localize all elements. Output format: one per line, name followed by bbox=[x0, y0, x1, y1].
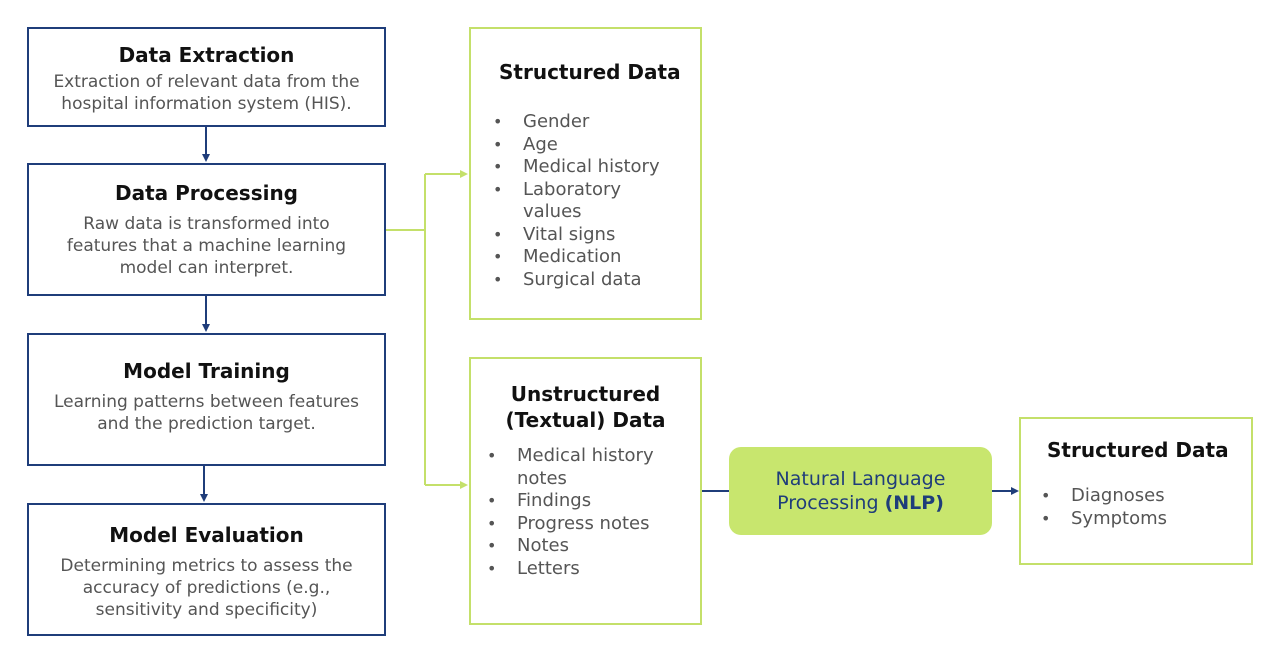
output-structured-data-panel: Structured Data Diagnoses Symptoms bbox=[1019, 417, 1253, 565]
list-item: Medication bbox=[493, 246, 700, 269]
step-description-line: and the prediction target. bbox=[97, 414, 316, 434]
step-title: Model Evaluation bbox=[109, 523, 304, 547]
step-description-line: sensitivity and specificity) bbox=[95, 600, 318, 620]
nlp-label-line1: Natural Language bbox=[775, 468, 946, 490]
nlp-process-box: Natural Language Processing (NLP) bbox=[729, 447, 992, 535]
list-item: Findings bbox=[487, 490, 700, 513]
list-item: Progress notes bbox=[487, 513, 700, 536]
nlp-label-prefix: Processing bbox=[777, 492, 879, 514]
step-model-evaluation: Model Evaluation Determining metrics to … bbox=[27, 503, 386, 636]
list-item: Gender bbox=[493, 111, 700, 134]
list-item: Letters bbox=[487, 558, 700, 581]
step-description-line: Extraction of relevant data from the bbox=[53, 72, 360, 92]
step-title: Model Training bbox=[123, 359, 290, 383]
step-description-line: Learning patterns between features bbox=[53, 392, 360, 412]
list-item: Laboratory values bbox=[493, 179, 643, 224]
nlp-label-line2: Processing (NLP) bbox=[776, 491, 946, 515]
panel-title: (Textual) Data bbox=[505, 408, 666, 432]
step-description-line: Raw data is transformed into bbox=[83, 214, 330, 234]
list-item: Vital signs bbox=[493, 224, 700, 247]
step-description-line: accuracy of predictions (e.g., bbox=[82, 578, 331, 598]
step-data-extraction: Data Extraction Extraction of relevant d… bbox=[27, 27, 386, 127]
panel-title: Structured Data bbox=[499, 60, 681, 84]
list-item: Medical history notes bbox=[487, 445, 677, 490]
step-model-training: Model Training Learning patterns between… bbox=[27, 333, 386, 466]
step-title: Data Extraction bbox=[118, 43, 295, 67]
unstructured-data-panel: Unstructured (Textual) Data Medical hist… bbox=[469, 357, 702, 625]
list-item: Age bbox=[493, 134, 700, 157]
step-description-line: Determining metrics to assess the bbox=[60, 556, 353, 576]
step-description-line: features that a machine learning bbox=[66, 236, 347, 256]
structured-data-panel: Structured Data Gender Age Medical histo… bbox=[469, 27, 702, 320]
step-description-line: model can interpret. bbox=[119, 258, 294, 278]
step-description-line: hospital information system (HIS). bbox=[61, 94, 352, 114]
nlp-abbreviation: (NLP) bbox=[884, 492, 944, 514]
list-item: Diagnoses bbox=[1041, 485, 1251, 508]
unstructured-data-list: Medical history notes Findings Progress … bbox=[487, 445, 700, 580]
step-title: Data Processing bbox=[114, 181, 299, 205]
output-data-list: Diagnoses Symptoms bbox=[1041, 485, 1251, 530]
list-item: Medical history bbox=[493, 156, 700, 179]
list-item: Surgical data bbox=[493, 269, 700, 292]
structured-data-list: Gender Age Medical history Laboratory va… bbox=[493, 111, 700, 291]
panel-title: Unstructured bbox=[510, 382, 661, 406]
list-item: Notes bbox=[487, 535, 700, 558]
step-data-processing: Data Processing Raw data is transformed … bbox=[27, 163, 386, 296]
list-item: Symptoms bbox=[1041, 508, 1251, 531]
panel-title: Structured Data bbox=[1047, 438, 1229, 462]
